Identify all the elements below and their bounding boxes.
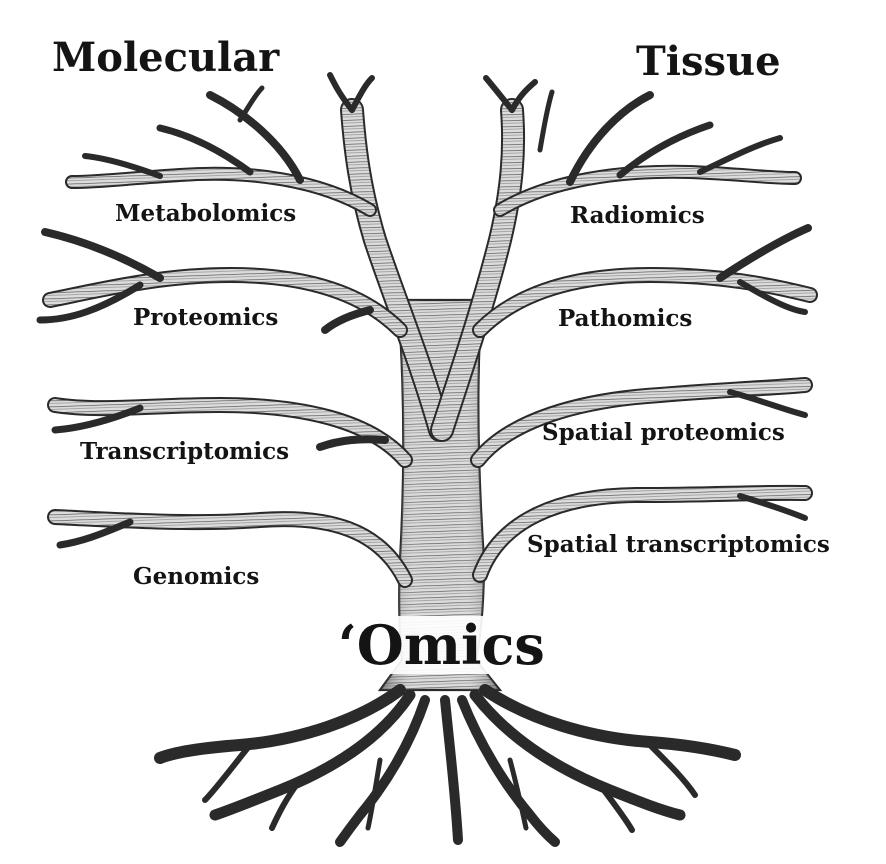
molecular-heading: Molecular [52, 34, 280, 81]
branch-label-metabolomics: Metabolomics [115, 200, 297, 227]
branch-label-radiomics: Radiomics [570, 202, 705, 229]
molecular-branch-shapes [36, 85, 413, 588]
top-twigs [327, 72, 538, 113]
branch-label-proteomics: Proteomics [133, 304, 279, 331]
branch-label-genomics: Genomics [133, 563, 260, 590]
roots [154, 684, 741, 847]
tissue-branch-shapes [470, 89, 818, 583]
branch-label-spatial-transcriptomics: Spatial transcriptomics [527, 531, 830, 558]
upper-trunk-right [430, 98, 526, 442]
branch-label-spatial-proteomics: Spatial proteomics [542, 419, 785, 446]
branch-label-transcriptomics: Transcriptomics [80, 438, 290, 465]
branch-label-pathomics: Pathomics [558, 305, 693, 332]
omics-center-label: ‘Omics [330, 616, 553, 674]
upper-trunk-left [340, 98, 452, 442]
tissue-heading: Tissue [636, 38, 781, 85]
trunk [377, 298, 503, 692]
